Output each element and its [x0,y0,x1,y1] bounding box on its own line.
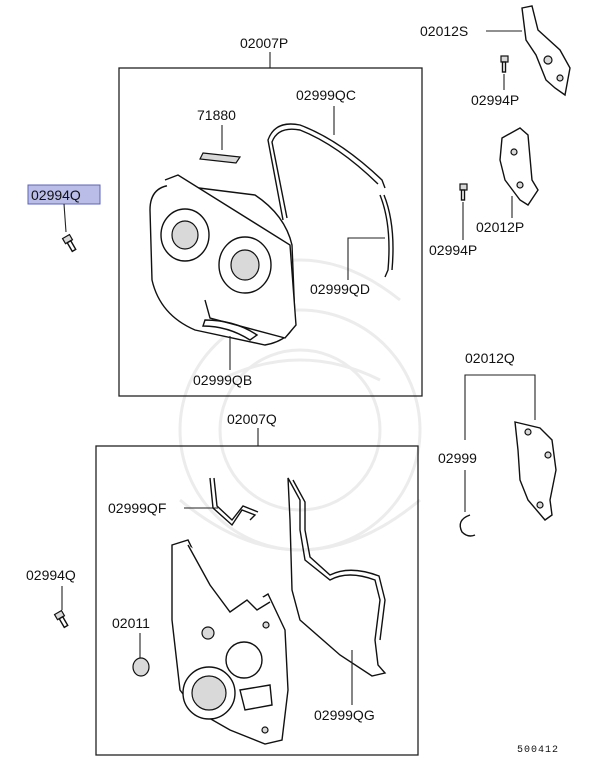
label-plate [199,152,242,164]
bolt-icon [500,55,509,73]
label-02994Q-bottom: 02994Q [26,567,76,583]
plug-02011 [132,657,150,677]
bracket-02012q [514,421,557,521]
gasket-qg [287,477,387,677]
label-71880: 71880 [197,107,236,123]
label-02012Q: 02012Q [465,350,515,366]
clip-02999 [459,514,476,537]
label-02999QD: 02999QD [310,281,370,297]
gasket-qf [209,477,257,527]
upper-timing-cover [149,174,297,346]
label-02012P: 02012P [476,219,524,235]
label-02994Q-top[interactable]: 02994Q [31,187,81,203]
label-02999: 02999 [438,450,477,466]
label-02999QC: 02999QC [296,87,356,103]
bolt-icon [53,609,69,629]
label-02999QG: 02999QG [314,707,375,723]
label-02999QB: 02999QB [193,372,252,388]
label-02999QF: 02999QF [108,500,166,516]
figure-number: 500412 [517,745,559,756]
bolt-icon [61,233,77,253]
label-02011: 02011 [112,615,150,631]
lower-assembly-frame [95,445,419,756]
label-02994P-top: 02994P [471,92,519,108]
gasket-qc [267,123,386,221]
bolt-icon [459,183,468,201]
label-02994P-mid: 02994P [429,242,477,258]
label-02007P: 02007P [240,35,288,51]
label-02007Q: 02007Q [227,411,277,427]
gasket-qd [379,194,390,278]
label-02012S: 02012S [420,23,468,39]
gasket-qb [202,319,259,341]
lower-timing-cover [171,539,289,745]
bracket-02012p [499,127,539,206]
bracket-02012s [521,5,571,97]
